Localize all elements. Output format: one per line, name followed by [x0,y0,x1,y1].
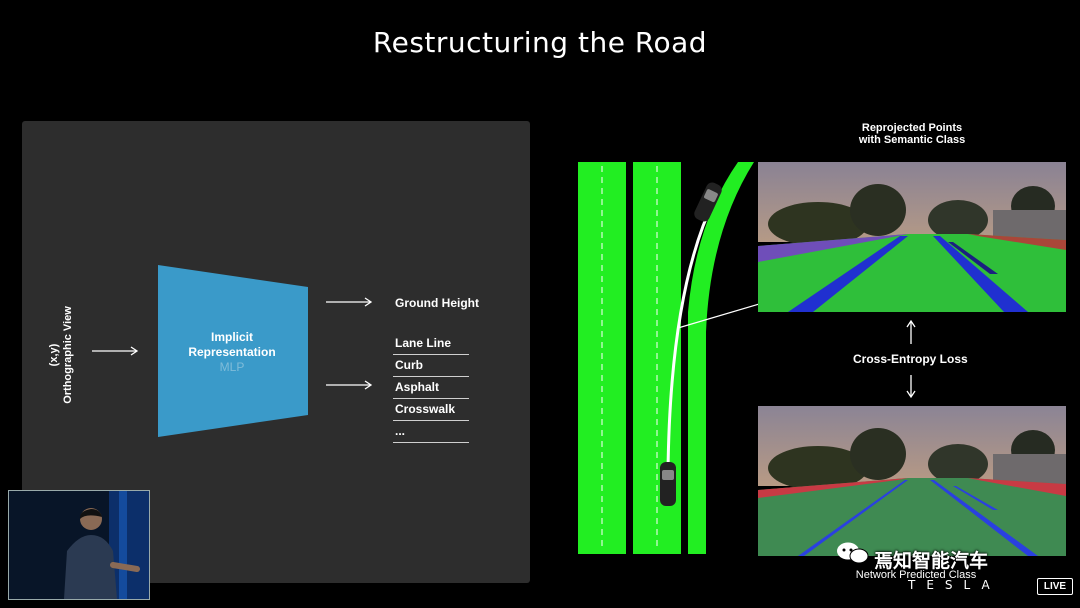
loss-up-arrow [906,320,916,344]
top-image-caption: Reprojected Points with Semantic Class [836,122,988,146]
tesla-wordmark: TESLA [908,578,1001,592]
class-output-arrow [326,380,373,390]
speaker-video-inset [8,490,150,600]
mlp-label: Implicit Representation MLP [170,330,294,375]
slide-title: Restructuring the Road [372,26,708,59]
loss-down-arrow [906,375,916,399]
mlp-label-line1: Implicit [210,330,253,344]
network-predicted-image [758,406,1066,556]
height-output-arrow [326,297,373,307]
input-label: (x,y) Orthographic View [44,295,78,415]
ego-car-bottom [660,462,676,506]
road-topdown-view [578,162,754,554]
class-lane-line: Lane Line [393,334,469,355]
ground-height-label: Ground Height [395,296,479,310]
top-caption-line2: with Semantic Class [858,134,966,146]
ego-car-top [694,182,722,222]
mlp-trapezoid [158,265,308,437]
live-badge: LIVE [1037,578,1073,595]
mlp-label-line2: Representation [188,345,276,359]
semantic-class-list: Lane Line Curb Asphalt Crosswalk ... [393,334,469,444]
loss-label: Cross-Entropy Loss [853,352,968,366]
class-crosswalk: Crosswalk [393,400,469,421]
mlp-label-line3: MLP [219,360,245,374]
input-arrow [92,346,139,356]
reprojected-points-image [758,162,1066,312]
class-asphalt: Asphalt [393,378,469,399]
top-caption-line1: Reprojected Points [861,122,963,134]
bottom-image-caption: Network Predicted Class [855,569,977,581]
input-view-label: Orthographic View [62,306,74,404]
class-more: ... [393,422,469,443]
input-coords-label: (x,y) [48,343,60,367]
wechat-icon [837,542,869,564]
watermark-text: 焉知智能汽车 [874,551,989,572]
class-curb: Curb [393,356,469,377]
